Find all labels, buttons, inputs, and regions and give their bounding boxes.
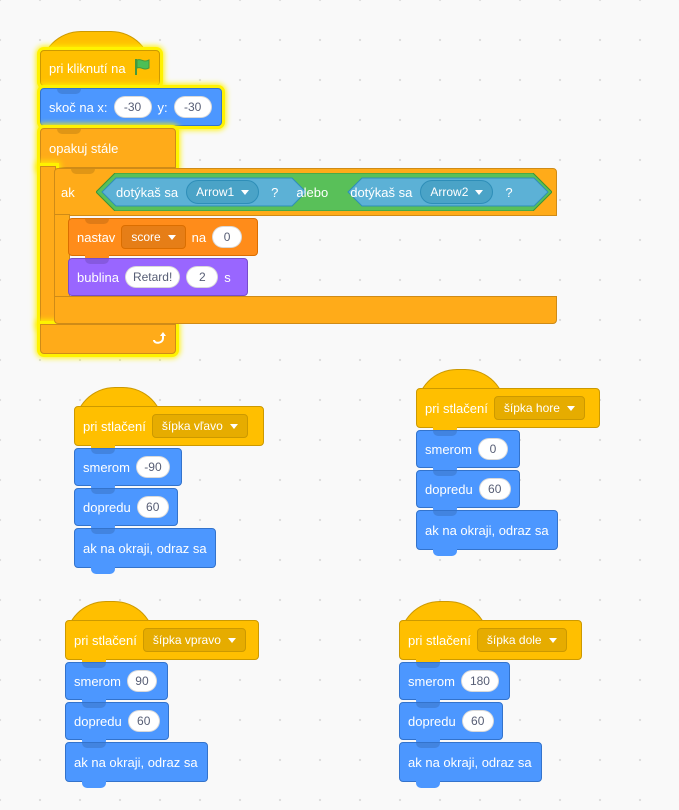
steps-input[interactable]: 60 <box>478 478 511 500</box>
direction-input[interactable]: 180 <box>460 670 499 692</box>
point-direction-block[interactable]: smerom -90 <box>74 448 182 492</box>
chevron-down-icon <box>566 405 575 411</box>
variable-name: score <box>131 230 161 244</box>
bounce-block[interactable]: ak na okraji, odraz sa <box>416 510 558 556</box>
forever-block[interactable]: opakuj stále <box>40 128 176 168</box>
move-steps-block[interactable]: dopredu 60 <box>399 702 503 746</box>
set-value-input[interactable]: 0 <box>212 226 243 248</box>
event-label: pri stlačení <box>74 632 137 648</box>
key-dropdown[interactable]: šípka hore <box>493 396 585 420</box>
set-to-label: na <box>191 229 207 245</box>
point-direction-block[interactable]: smerom 0 <box>416 430 520 474</box>
key-name: šípka hore <box>503 401 560 415</box>
direction-input[interactable]: -90 <box>135 456 170 478</box>
touching-dropdown-2[interactable]: Arrow2 <box>420 180 494 204</box>
y-label: y: <box>157 99 168 115</box>
touching-dropdown-1[interactable]: Arrow1 <box>186 180 260 204</box>
move-label: dopredu <box>74 713 122 729</box>
point-direction-block[interactable]: smerom 90 <box>65 662 168 706</box>
say-unit: s <box>224 269 231 285</box>
direction-input[interactable]: 0 <box>477 438 508 460</box>
or-label: alebo <box>296 184 329 200</box>
bounce-block[interactable]: ak na okraji, odraz sa <box>65 742 208 788</box>
bounce-label: ak na okraji, odraz sa <box>425 522 549 538</box>
say-text-input[interactable]: Retard! <box>124 266 181 288</box>
bounce-label: ak na okraji, odraz sa <box>74 754 198 770</box>
point-direction-block[interactable]: smerom 180 <box>399 662 510 706</box>
chevron-down-icon <box>227 637 236 643</box>
go-to-label: skoč na x: <box>49 99 108 115</box>
or-operator-content: dotýkaš sa Arrow1 ? alebo dotýkaš sa Arr… <box>116 173 513 211</box>
event-label: pri stlačení <box>408 632 471 648</box>
chevron-down-icon <box>548 637 557 643</box>
x-input[interactable]: -30 <box>113 96 152 118</box>
when-key-pressed-block[interactable]: pri stlačení šípka dole <box>399 601 582 666</box>
say-secs-input[interactable]: 2 <box>186 266 219 288</box>
when-flag-label: pri kliknutí na <box>49 60 126 76</box>
forever-bottom <box>40 324 176 354</box>
chevron-down-icon <box>229 423 238 429</box>
key-dropdown[interactable]: šípka vľavo <box>151 414 248 438</box>
direction-label: smerom <box>83 459 130 475</box>
green-flag-icon <box>132 57 152 80</box>
move-label: dopredu <box>83 499 131 515</box>
chevron-down-icon <box>241 189 250 195</box>
question-mark-1: ? <box>271 184 279 200</box>
move-label: dopredu <box>408 713 456 729</box>
steps-input[interactable]: 60 <box>136 496 169 518</box>
chevron-down-icon <box>167 234 176 240</box>
when-key-pressed-block[interactable]: pri stlačení šípka hore <box>416 369 600 434</box>
direction-label: smerom <box>425 441 472 457</box>
direction-label: smerom <box>74 673 121 689</box>
touching-label-1: dotýkaš sa <box>116 184 179 200</box>
y-input[interactable]: -30 <box>173 96 212 118</box>
go-to-xy-block[interactable]: skoč na x: -30 y: -30 <box>40 88 222 132</box>
key-name: šípka vpravo <box>152 633 221 647</box>
when-key-pressed-block[interactable]: pri stlačení šípka vľavo <box>74 387 264 452</box>
move-steps-block[interactable]: dopredu 60 <box>65 702 169 746</box>
move-steps-block[interactable]: dopredu 60 <box>74 488 178 532</box>
move-label: dopredu <box>425 481 473 497</box>
when-flag-clicked-block[interactable]: pri kliknutí na <box>40 31 160 92</box>
event-label: pri stlačení <box>425 400 488 416</box>
move-steps-block[interactable]: dopredu 60 <box>416 470 520 514</box>
touching-target-1: Arrow1 <box>196 185 235 199</box>
say-label: bublina <box>77 269 119 285</box>
bounce-block[interactable]: ak na okraji, odraz sa <box>74 528 216 574</box>
steps-input[interactable]: 60 <box>461 710 494 732</box>
say-for-secs-block[interactable]: bublina Retard! 2 s <box>68 258 248 296</box>
if-bottom <box>54 296 557 324</box>
chevron-down-icon <box>475 189 484 195</box>
set-variable-block[interactable]: nastav score na 0 <box>68 218 258 262</box>
key-name: šípka vľavo <box>161 419 223 433</box>
event-label: pri stlačení <box>83 418 146 434</box>
when-key-pressed-block[interactable]: pri stlačení šípka vpravo <box>65 601 259 666</box>
bounce-label: ak na okraji, odraz sa <box>408 754 532 770</box>
key-dropdown[interactable]: šípka dole <box>476 628 567 652</box>
direction-label: smerom <box>408 673 455 689</box>
bounce-block[interactable]: ak na okraji, odraz sa <box>399 742 542 788</box>
key-dropdown[interactable]: šípka vpravo <box>142 628 246 652</box>
loop-arrow-icon <box>151 330 167 349</box>
if-label: ak <box>61 184 75 200</box>
bounce-label: ak na okraji, odraz sa <box>83 540 207 556</box>
variable-dropdown[interactable]: score <box>121 225 186 249</box>
touching-label-2: dotýkaš sa <box>350 184 413 200</box>
set-label: nastav <box>77 229 116 245</box>
touching-target-2: Arrow2 <box>430 185 469 199</box>
key-name: šípka dole <box>486 633 542 647</box>
direction-input[interactable]: 90 <box>126 670 157 692</box>
question-mark-2: ? <box>505 184 513 200</box>
forever-label: opakuj stále <box>49 140 119 156</box>
steps-input[interactable]: 60 <box>127 710 160 732</box>
